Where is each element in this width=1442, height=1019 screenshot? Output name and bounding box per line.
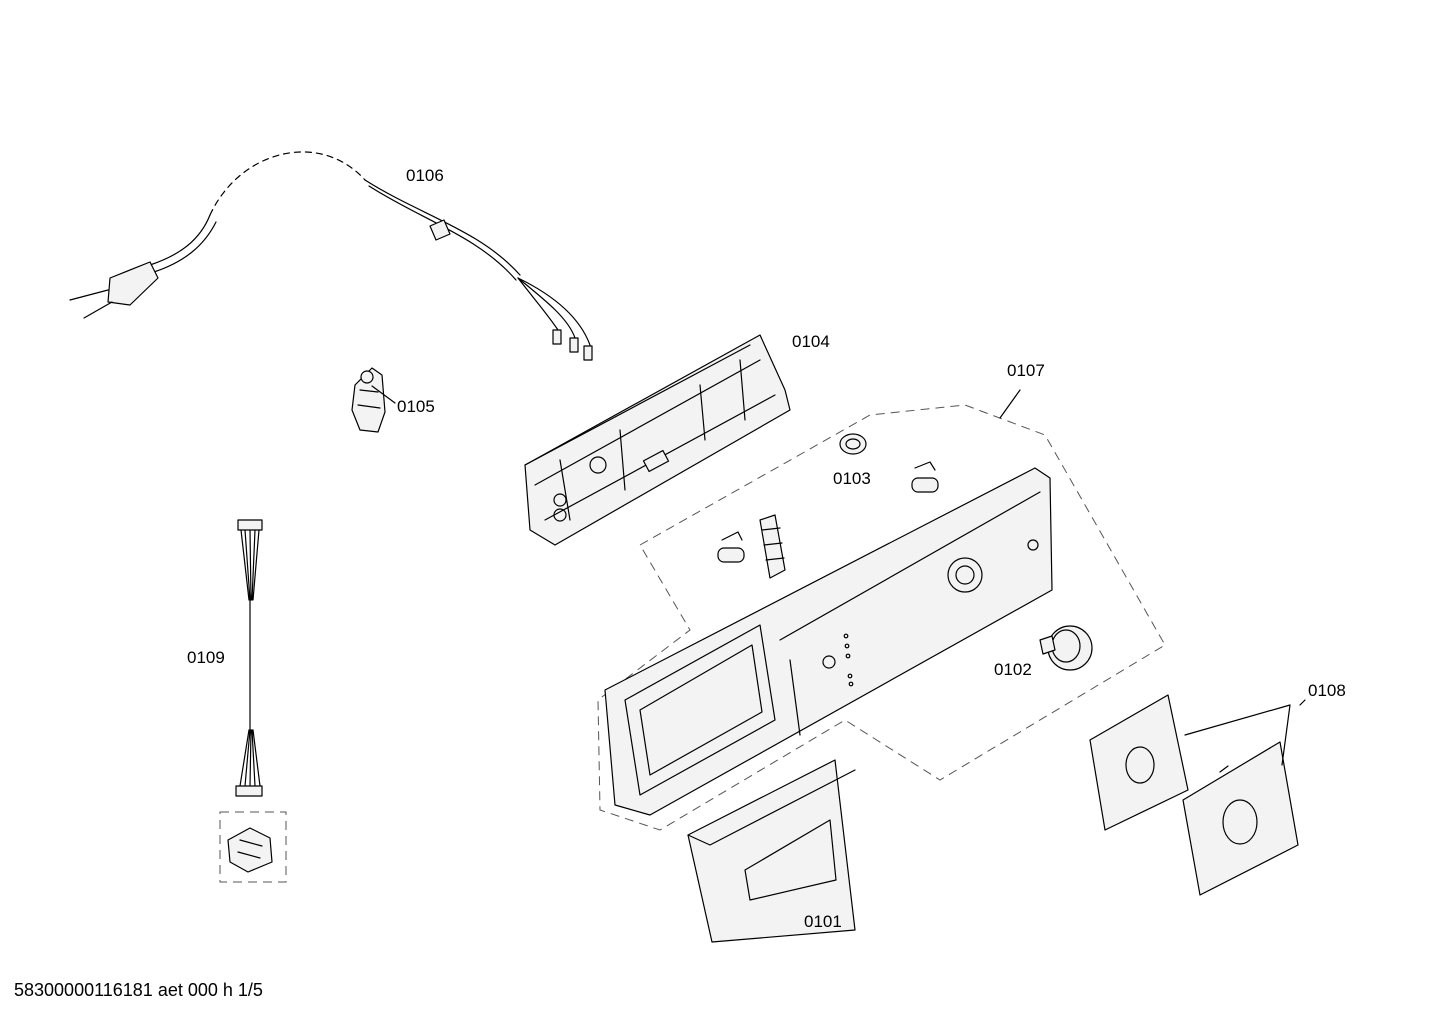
document-footer-code: 58300000116181 aet 000 h 1/5 xyxy=(14,980,263,1000)
label-0106: 0106 xyxy=(406,166,444,185)
wire-harness-0109 xyxy=(235,519,263,797)
control-module-0104 xyxy=(524,334,791,546)
rotary-knob-0102 xyxy=(1039,625,1093,671)
label-0108: 0108 xyxy=(1308,681,1346,700)
switch-part-0105 xyxy=(351,367,386,433)
indicator-dots xyxy=(843,633,854,687)
drawer-handle-0101 xyxy=(687,759,856,943)
label-0107: 0107 xyxy=(1007,361,1045,380)
power-cord-0106 xyxy=(69,151,593,361)
assembly-outline-0107 xyxy=(597,404,1166,831)
cover-plates-0108 xyxy=(1089,694,1306,896)
label-0102: 0102 xyxy=(994,660,1032,679)
knob-ring-0103 xyxy=(839,433,867,455)
label-0109: 0109 xyxy=(187,648,225,667)
label-0105: 0105 xyxy=(397,397,435,416)
leader-lines xyxy=(371,385,1021,419)
label-0103: 0103 xyxy=(833,469,871,488)
light-pipes xyxy=(717,461,939,579)
label-0104: 0104 xyxy=(792,332,830,351)
control-panel-fascia xyxy=(604,467,1053,816)
connector-block xyxy=(219,811,287,883)
label-0101: 0101 xyxy=(804,912,842,931)
